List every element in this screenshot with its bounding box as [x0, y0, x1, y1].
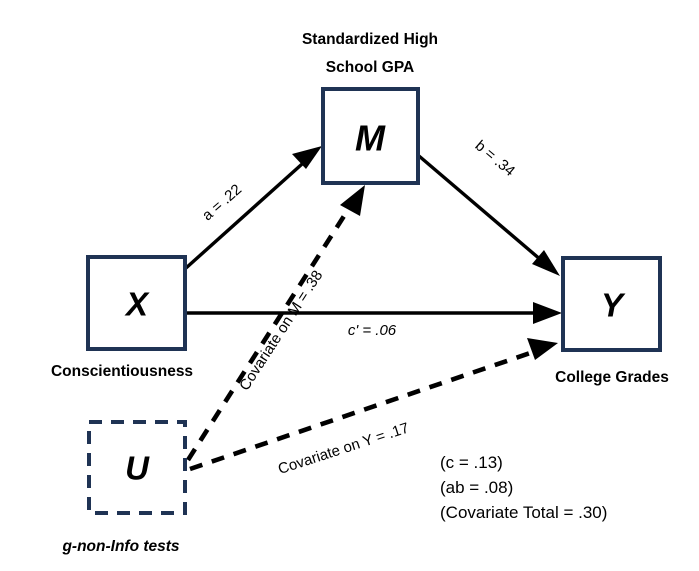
- node-x-caption: Conscientiousness: [51, 363, 193, 380]
- node-x[interactable]: X: [86, 255, 187, 351]
- path-covariate-m-label: Covariate on M = .38: [236, 267, 326, 393]
- path-covariate-y-label: Covariate on Y = .17: [276, 420, 411, 478]
- path-c-prime-label: c' = .06: [348, 322, 397, 339]
- path-a-label: a = .22: [199, 181, 245, 224]
- node-u[interactable]: U: [87, 420, 187, 515]
- node-u-symbol: U: [125, 450, 150, 487]
- legend-block: (c = .13) (ab = .08) (Covariate Total = …: [440, 453, 607, 522]
- node-y-symbol: Y: [601, 287, 626, 324]
- node-m-caption-line2: School GPA: [326, 59, 414, 76]
- legend-line-c: (c = .13): [440, 453, 503, 472]
- node-m-caption-line1: Standardized High: [302, 31, 438, 48]
- node-y-caption: College Grades: [555, 369, 669, 386]
- node-y[interactable]: Y: [561, 256, 662, 352]
- path-b-label: b = .34: [472, 137, 518, 180]
- node-u-caption: g-non-Info tests: [61, 538, 179, 555]
- node-m-symbol: M: [355, 118, 386, 159]
- path-b-edge: [417, 154, 560, 276]
- node-x-symbol: X: [124, 286, 150, 323]
- path-covariate-y-edge: [189, 338, 558, 472]
- path-c-prime-edge: [186, 302, 562, 324]
- path-a-edge: [184, 146, 322, 270]
- path-covariate-m-edge: [186, 185, 365, 462]
- legend-line-ab: (ab = .08): [440, 478, 513, 497]
- legend-line-covariate-total: (Covariate Total = .30): [440, 503, 607, 522]
- node-m[interactable]: M: [321, 87, 420, 185]
